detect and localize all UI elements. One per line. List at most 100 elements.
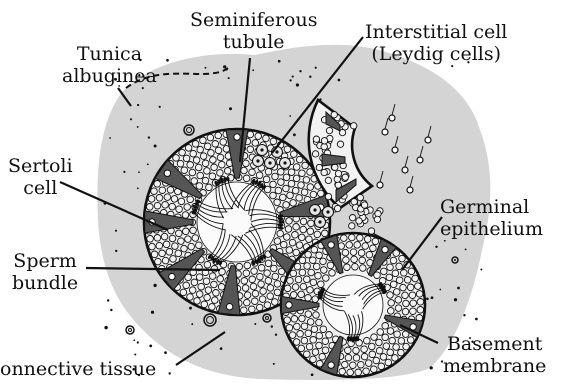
germ-cell (361, 353, 368, 360)
germ-cell (395, 297, 402, 304)
germ-cell (325, 177, 331, 183)
leydig-nucleus (275, 150, 278, 153)
germ-cell (178, 198, 185, 205)
tissue-dot (154, 145, 157, 148)
germ-cell (182, 212, 189, 219)
germ-cell (224, 168, 231, 175)
tissue-dot (107, 299, 109, 301)
sperm-head (425, 137, 431, 143)
vessel-ring-inner (129, 329, 132, 332)
germ-cell (342, 249, 349, 256)
germ-cell (267, 293, 274, 300)
germ-cell (358, 250, 365, 257)
germ-cell (301, 337, 308, 344)
germ-cell (316, 319, 323, 326)
tissue-dot (137, 187, 139, 189)
germ-cell (255, 133, 262, 140)
germ-cell (274, 238, 281, 245)
sperm-bundle-base (282, 221, 285, 224)
germ-cell (294, 323, 301, 330)
tissue-dot (475, 318, 478, 321)
germ-cell (192, 141, 199, 148)
germ-cell (278, 179, 285, 186)
germ-cell (286, 324, 293, 331)
tissue-dot (271, 325, 273, 327)
germ-cell (321, 144, 327, 150)
germ-cell (307, 184, 314, 191)
germ-cell (259, 296, 266, 303)
tissue-dot (151, 311, 154, 314)
germ-cell (335, 170, 341, 176)
leydig-nucleus (260, 148, 263, 151)
germ-cell (241, 278, 248, 285)
germ-cell (354, 242, 361, 249)
tissue-dot (451, 65, 453, 67)
germ-cell (183, 155, 190, 162)
germ-cell (156, 242, 163, 249)
germ-cell (299, 315, 306, 322)
germ-cell (381, 268, 388, 275)
tissue-dot (115, 230, 117, 232)
germ-cell (370, 245, 377, 252)
germ-cell (252, 140, 259, 147)
germ-cell (149, 243, 156, 250)
germ-cell (378, 363, 385, 370)
germ-cell (345, 354, 352, 361)
germ-cell (283, 174, 290, 181)
germ-cell (313, 312, 320, 319)
germ-cell (202, 177, 209, 184)
sperm-head (389, 115, 395, 121)
germ-cell (355, 369, 362, 376)
germ-cell (212, 297, 219, 304)
germ-cell (196, 183, 203, 190)
germ-cell (326, 332, 333, 339)
tissue-dot (431, 296, 434, 299)
germ-cell (175, 250, 182, 257)
germ-cell (151, 188, 158, 195)
germ-cell (409, 292, 416, 299)
germ-cell (213, 290, 220, 297)
tissue-dot (463, 314, 465, 316)
germ-cell (204, 168, 211, 175)
germ-cell (337, 141, 343, 147)
sperm-bundle-base (259, 260, 262, 263)
germ-cell (169, 203, 176, 210)
germ-cell (188, 243, 195, 250)
germ-cell (252, 290, 259, 297)
germ-cell (264, 270, 271, 277)
germ-cell (287, 277, 294, 284)
germ-cell (349, 215, 355, 221)
germ-cell (410, 308, 417, 315)
germ-cell (179, 149, 186, 156)
germ-cell (374, 216, 380, 222)
sperm-bundle-base (220, 177, 223, 180)
germ-cell (251, 268, 258, 275)
germ-cell (312, 349, 319, 356)
germ-cell (194, 298, 201, 305)
germ-cell (327, 262, 334, 269)
germ-cell (298, 182, 305, 189)
seminiferous-tubule (281, 233, 425, 377)
sperm-bundle-base (318, 291, 321, 294)
germ-cell (270, 192, 277, 199)
germ-cell (250, 283, 257, 290)
germ-cell (212, 141, 219, 148)
tissue-dot (205, 67, 207, 69)
germ-cell (289, 239, 296, 246)
germ-cell (187, 196, 194, 203)
germ-cell (191, 279, 198, 286)
germ-cell (292, 284, 299, 291)
tissue-dot (166, 59, 169, 62)
label-sperm-bundle: Sperm bundle (12, 250, 78, 294)
germ-cell (398, 338, 405, 345)
tissue-dot (164, 351, 167, 354)
tissue-dot (273, 363, 275, 365)
lumen (197, 182, 277, 262)
sertoli-nucleus (328, 362, 334, 368)
tissue-dot (465, 248, 467, 250)
germ-cell (300, 218, 307, 225)
leydig-nucleus (326, 210, 329, 213)
tissue-dot (252, 69, 254, 71)
germ-cell (301, 323, 308, 330)
